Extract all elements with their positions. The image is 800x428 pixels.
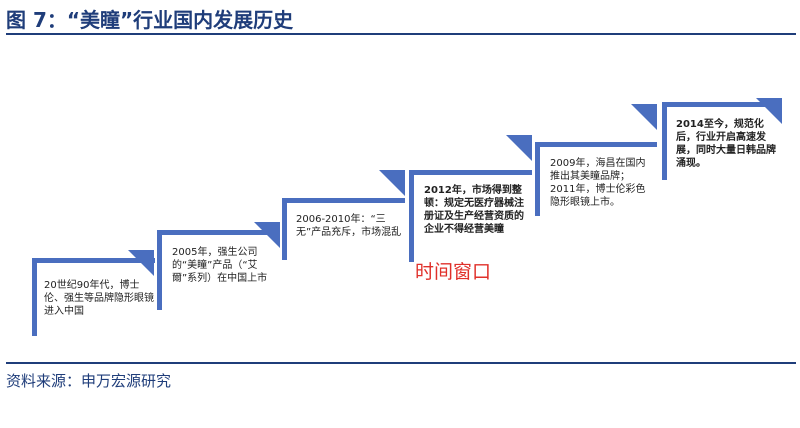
title-divider — [6, 33, 796, 35]
stage-6-text: 2014至今，规范化后，行业开启高速发展，同时大量日韩品牌涌现。 — [676, 119, 776, 169]
step-1-frame — [32, 250, 155, 336]
stage-3-text: 2006-2010年：“三无”产品充斥，市场混乱 — [296, 214, 402, 238]
step-3-frame — [282, 170, 405, 260]
step-5-frame — [535, 104, 657, 216]
time-window-label: 时间窗口 — [415, 261, 492, 283]
stage-5-text: 2009年，海昌在国内推出其美瞳品牌；2011年，博士伦彩色隐形眼镜上市。 — [550, 158, 646, 208]
source-note: 资料来源：申万宏源研究 — [6, 372, 172, 390]
step-2-frame — [157, 222, 280, 310]
footer-divider — [6, 362, 796, 364]
figure-title: 图 7：“美瞳”行业国内发展历史 — [6, 8, 294, 32]
step-6-frame — [662, 98, 782, 180]
step-4-frame — [409, 135, 532, 262]
stage-1-text: 20世纪90年代，博士伦、强生等品牌隐形眼镜进入中国 — [44, 280, 154, 317]
stage-2-text: 2005年，强生公司的“美瞳”产品（“艾爾”系列）在中国上市 — [172, 247, 268, 284]
stage-4-text: 2012年，市场得到整顿：规定无医疗器械注册证及生产经营资质的企业不得经营美瞳 — [424, 185, 524, 235]
